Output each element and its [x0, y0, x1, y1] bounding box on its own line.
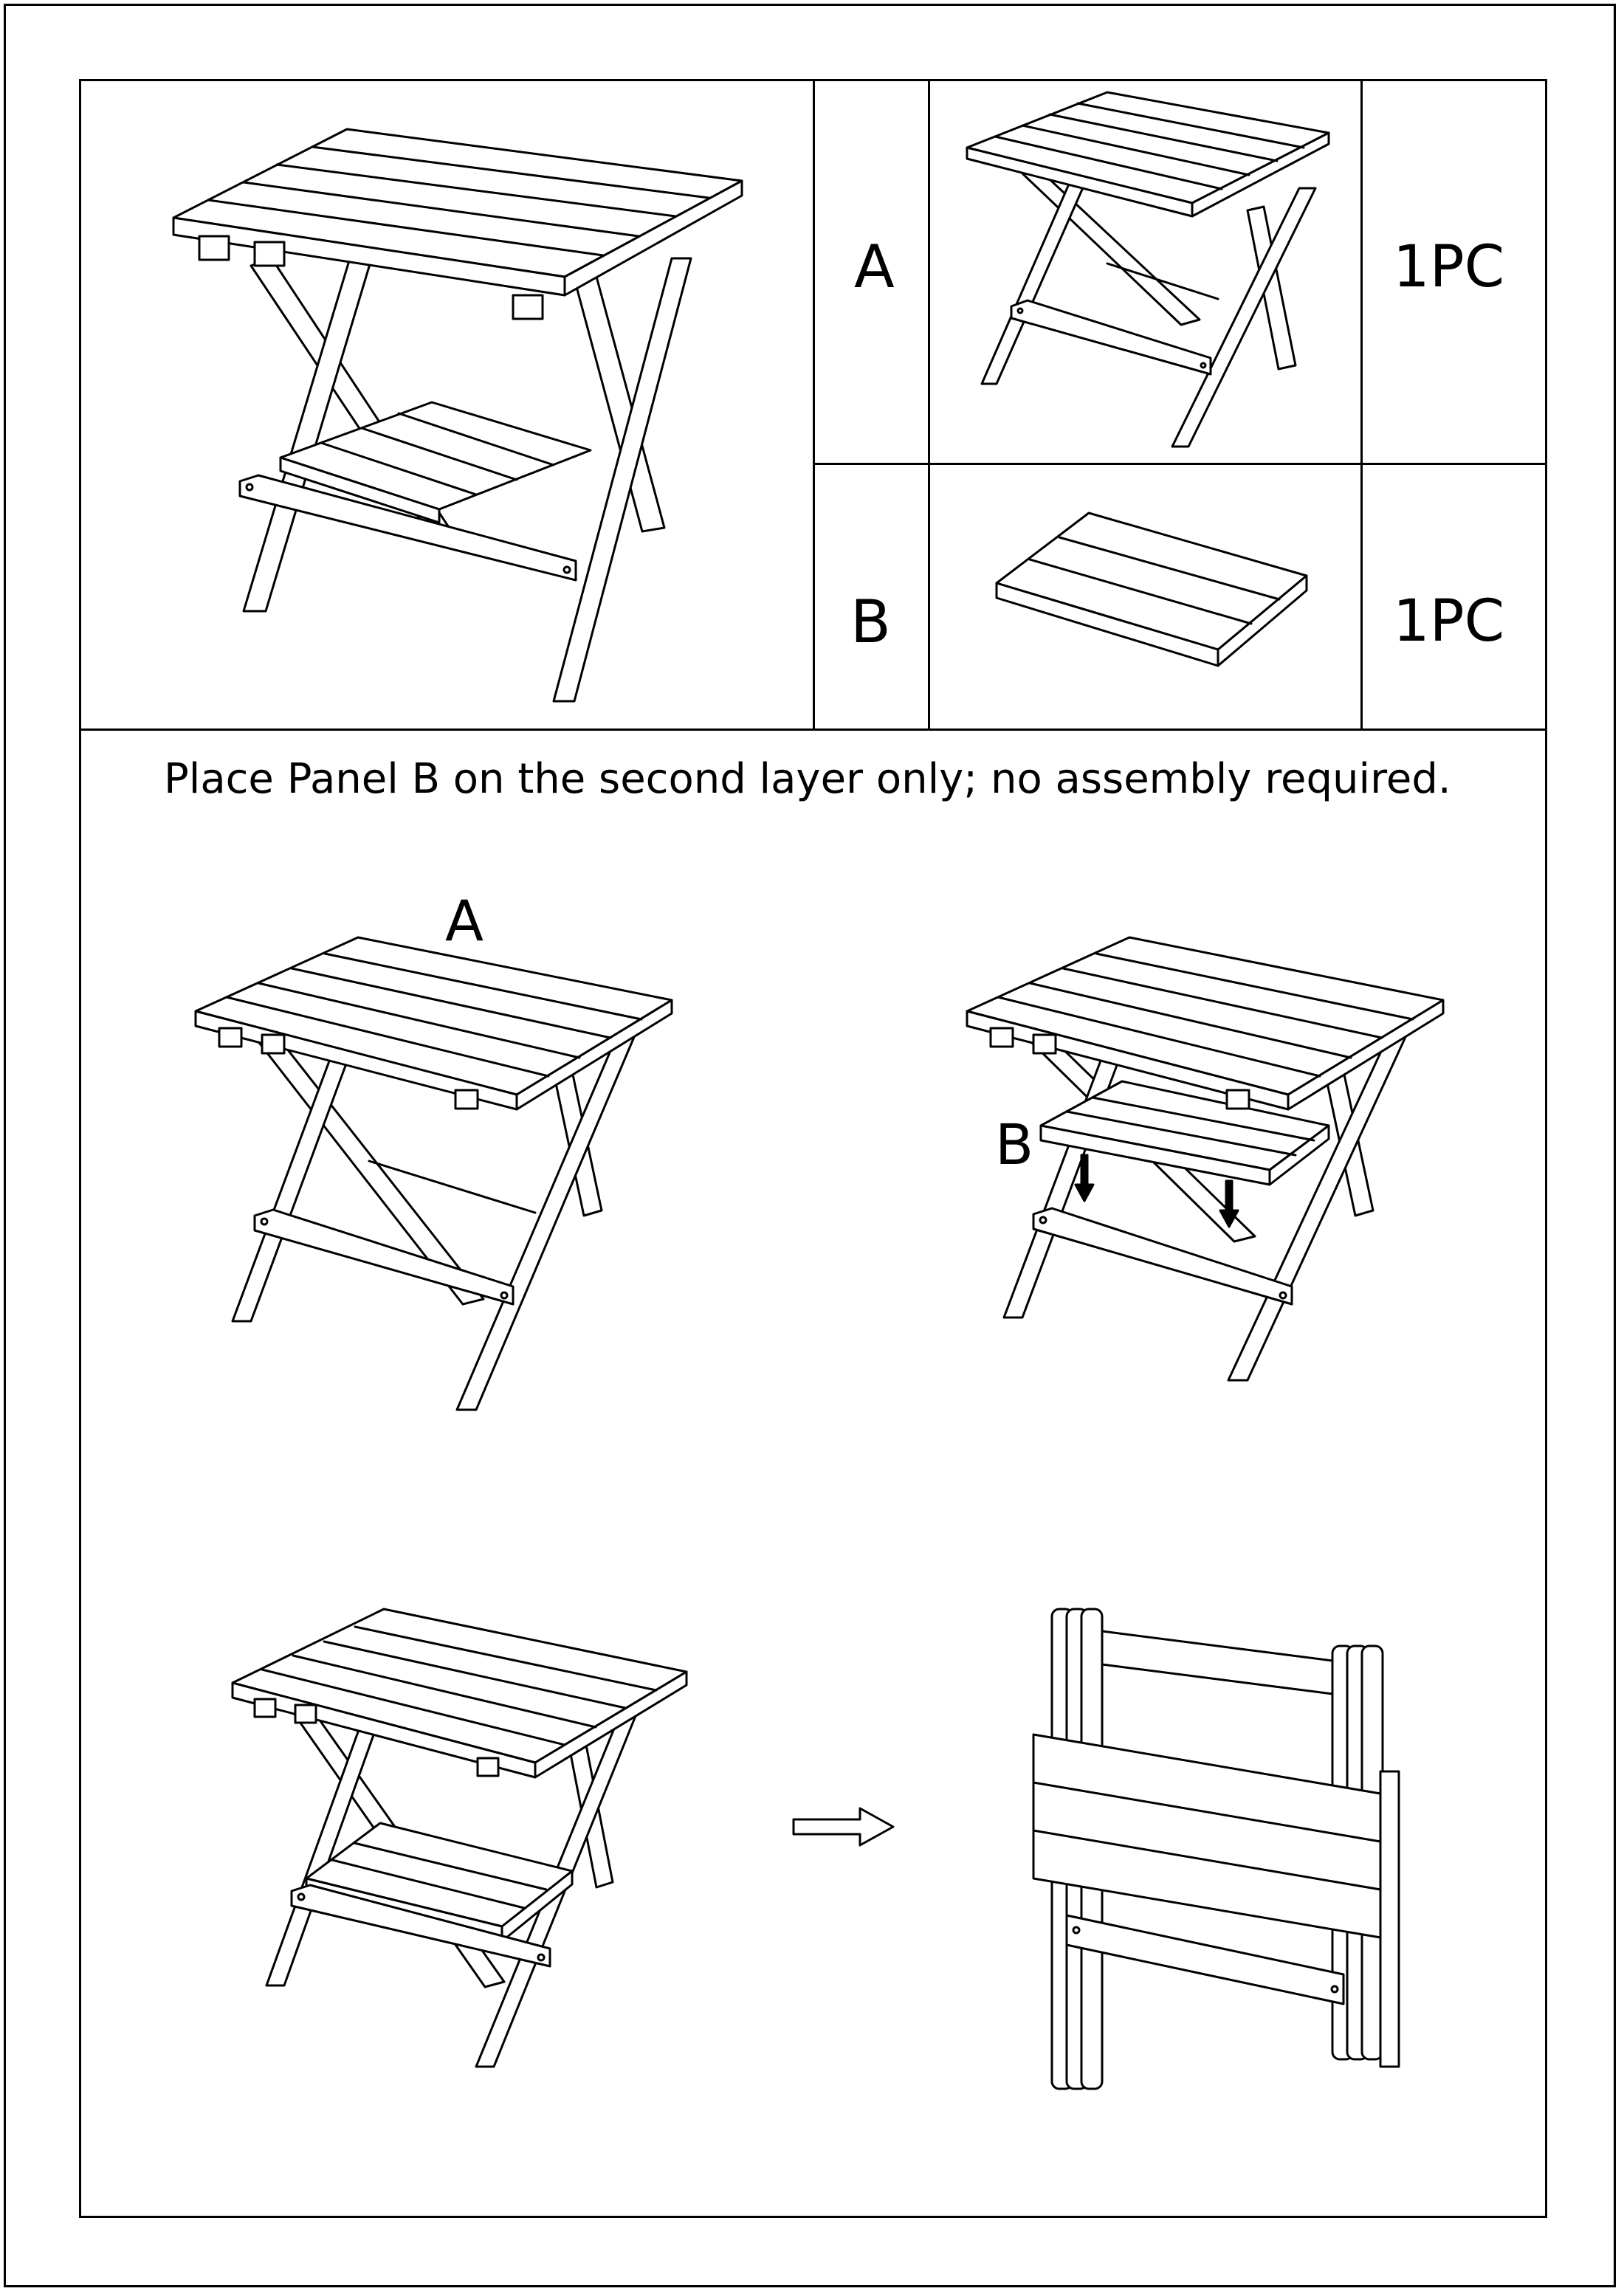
part-a-label: A: [854, 232, 895, 301]
part-a-illustration: [966, 91, 1330, 448]
step3-assembled-illustration: [231, 1608, 688, 2068]
part-b-quantity: 1PC: [1393, 588, 1505, 655]
down-arrow-icon: [1074, 1154, 1095, 1202]
part-a-quantity: 1PC: [1393, 234, 1505, 300]
fold-direction-arrow-icon: [792, 1807, 895, 1847]
step2-part-b-callout: B: [995, 1112, 1034, 1177]
parts-table-col-divider-1: [813, 79, 815, 728]
step2-place-panel-illustration: [966, 936, 1445, 1382]
part-b-label: B: [850, 588, 891, 656]
page-border: [4, 4, 1616, 2287]
part-b-illustration: [995, 512, 1308, 667]
assembled-table-illustration: [172, 128, 743, 703]
parts-table-row-divider: [813, 463, 1547, 465]
parts-table-col-divider-3: [1360, 79, 1363, 728]
parts-table-col-divider-2: [928, 79, 930, 728]
assembly-instruction: Place Panel B on the second layer only; …: [164, 755, 1451, 803]
step1-part-a-callout: A: [445, 888, 484, 954]
folded-table-illustration: [1032, 1608, 1400, 2090]
down-arrow-icon: [1219, 1179, 1239, 1228]
step1-table-illustration: [194, 936, 673, 1411]
parts-table-bottom-divider: [79, 728, 1547, 731]
